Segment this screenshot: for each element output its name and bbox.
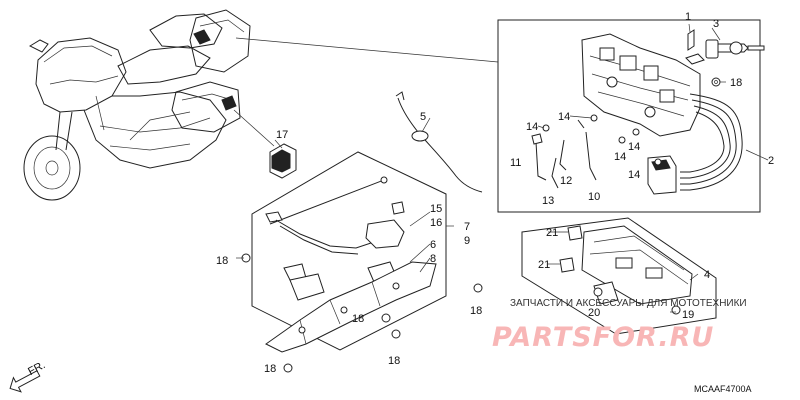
motorcycle-illustration	[23, 9, 251, 201]
drawing-code: MCAAF4700A	[694, 384, 752, 394]
direction-label: FR.	[26, 359, 47, 378]
part-12-rod	[559, 139, 567, 171]
part-4-tray	[581, 225, 693, 305]
callout-20: 20	[588, 307, 600, 319]
callout-14-a: 14	[526, 121, 538, 133]
part-18-bolts-middle	[241, 253, 483, 373]
callout-9: 9	[464, 235, 470, 247]
callout-11: 11	[510, 157, 521, 169]
release-rod	[269, 179, 385, 225]
callout-21-b: 21	[538, 259, 550, 271]
callout-18-e: 18	[264, 363, 276, 375]
part-14-screws	[542, 114, 662, 166]
group-frame-lower-right	[521, 217, 717, 335]
callout-14-e: 14	[628, 169, 640, 181]
part-17-latch	[269, 143, 297, 179]
callout-14-d: 14	[628, 141, 640, 153]
watermark-brand: PARTSFOR.RU	[492, 322, 714, 353]
callout-16: 16	[430, 217, 442, 229]
callout-6: 6	[430, 239, 436, 251]
callout-18-a: 18	[216, 255, 228, 267]
callout-3: 3	[713, 18, 719, 30]
front-direction-arrow: FR.	[9, 359, 47, 393]
latch-mechanism-middle	[265, 201, 405, 301]
leader-line	[233, 109, 275, 147]
callout-12: 12	[560, 175, 572, 187]
group-frame-upper-right	[497, 19, 761, 213]
callout-7: 7	[464, 221, 470, 233]
callout-14-b: 14	[558, 111, 570, 123]
part-21-clips	[559, 225, 583, 273]
callout-8: 8	[430, 253, 436, 265]
part-10-rod	[577, 119, 597, 181]
part-13-rod	[551, 157, 559, 189]
callout-18-c: 18	[352, 313, 364, 325]
part-3-key-cylinder	[685, 39, 765, 65]
callout-18-f: 18	[470, 305, 482, 317]
callout-14-c: 14	[614, 151, 626, 163]
callout-19: 19	[682, 309, 694, 321]
lock-mechanism-assembly	[581, 33, 743, 195]
callout-15: 15	[430, 203, 442, 215]
callout-17: 17	[276, 129, 288, 141]
callout-1: 1	[685, 11, 691, 23]
watermark-subtitle: ЗАПЧАСТИ И АКСЕССУАРЫ ДЛЯ МОТОТЕХНИКИ	[510, 298, 747, 309]
callout-18-b: 18	[730, 77, 742, 89]
callout-21-a: 21	[546, 227, 558, 239]
callout-5: 5	[420, 111, 426, 123]
group-frame-middle	[251, 151, 447, 351]
part-1-clip	[687, 29, 695, 51]
part-5-cable	[395, 91, 483, 193]
part-18-nut-upper	[711, 77, 721, 87]
callout-leaders	[236, 23, 769, 313]
part-11-rod	[531, 133, 547, 181]
callout-10: 10	[588, 191, 600, 203]
callout-13: 13	[542, 195, 554, 207]
part-8-bracket	[265, 261, 437, 353]
callout-18-d: 18	[388, 355, 400, 367]
leader-line	[235, 37, 499, 63]
callout-4: 4	[704, 269, 710, 281]
callout-labels: 1 2 3 4 5 6 7 8 9 10 11 12 13 14 14 14 1…	[216, 11, 774, 375]
callout-2: 2	[768, 155, 774, 167]
watermark: ЗАПЧАСТИ И АКСЕССУАРЫ ДЛЯ МОТОТЕХНИКИ PA…	[492, 298, 747, 353]
